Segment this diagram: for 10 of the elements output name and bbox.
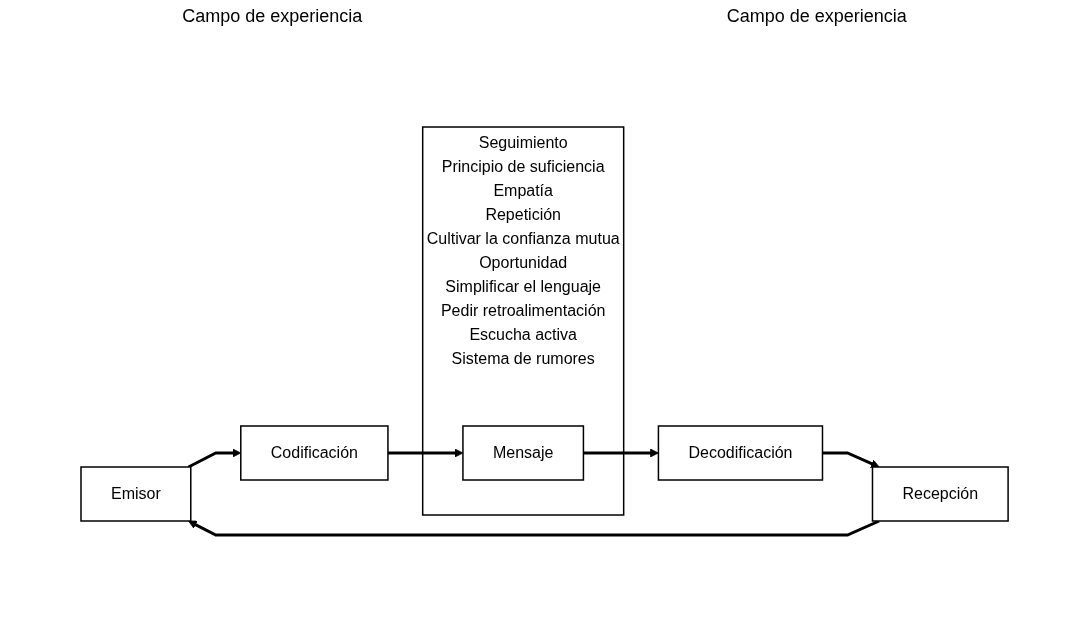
node-box: Decodificación (657, 425, 824, 481)
node-box: Mensaje (462, 425, 585, 481)
node-box: Codificación (240, 425, 389, 481)
arrow (583, 448, 659, 458)
section-label: Campo de experiencia (726, 6, 907, 28)
arrow (822, 451, 880, 468)
arrow (188, 519, 880, 537)
node-box: Recepción (871, 466, 1009, 522)
section-label: Campo de experiencia (182, 6, 363, 28)
node-box: Emisor (80, 466, 192, 522)
